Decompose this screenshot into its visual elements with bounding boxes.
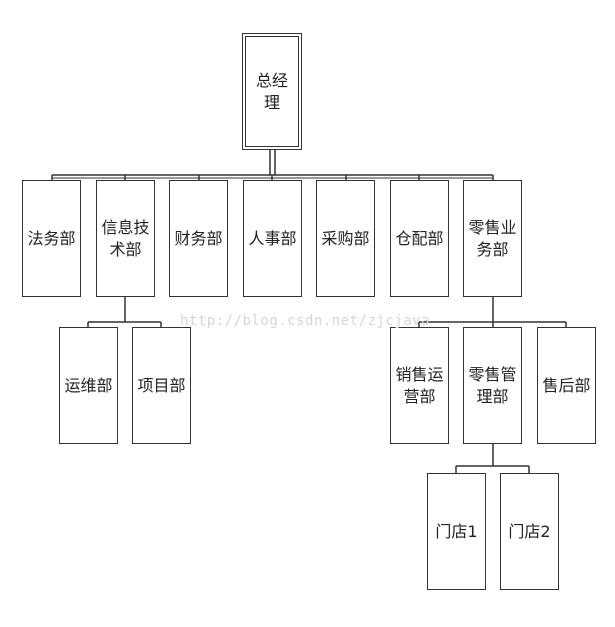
node-store1-label: 门店1 [435,521,478,541]
node-retail-label-line1: 零售业 [468,217,517,237]
node-sales-ops: 销售运 营部 [390,327,449,444]
connector-retail-mgmt [455,444,530,473]
node-ops-label: 运维部 [64,375,113,395]
node-warehouse: 仓配部 [390,180,449,297]
node-hr: 人事部 [243,180,302,297]
node-store1: 门店1 [427,473,486,590]
node-after-sales-label: 售后部 [542,375,591,395]
node-general-manager-label: 总经理 [255,70,288,112]
node-it: 信息技 术部 [96,180,155,297]
node-warehouse-label: 仓配部 [395,228,444,248]
node-legal: 法务部 [22,180,81,297]
node-retail: 零售业 务部 [463,180,522,297]
node-finance-label: 财务部 [174,228,223,248]
node-it-label-line2: 术部 [109,239,142,259]
connector-retail [418,297,567,327]
node-sales-ops-label-line1: 销售运 [395,364,444,384]
node-finance: 财务部 [169,180,228,297]
node-general-manager: 总经理 [242,33,302,150]
node-store2-label: 门店2 [508,521,551,541]
node-project-label: 项目部 [137,375,186,395]
node-sales-ops-label-line2: 营部 [403,386,436,406]
watermark-text: http://blog.csdn.net/zjcjava [180,313,431,329]
node-hr-label: 人事部 [248,228,297,248]
node-it-label-line1: 信息技 [101,217,150,237]
node-retail-label-line2: 务部 [476,239,509,259]
node-legal-label: 法务部 [27,228,76,248]
node-after-sales: 售后部 [537,327,596,444]
connector-it [87,297,162,327]
node-purchasing-label: 采购部 [321,228,370,248]
connector-root [51,150,494,180]
node-retail-mgmt: 零售管 理部 [463,327,522,444]
node-project: 项目部 [132,327,191,444]
node-ops: 运维部 [59,327,118,444]
node-retail-mgmt-label-line2: 理部 [476,386,509,406]
node-store2: 门店2 [500,473,559,590]
node-purchasing: 采购部 [316,180,375,297]
node-retail-mgmt-label-line1: 零售管 [468,364,517,384]
